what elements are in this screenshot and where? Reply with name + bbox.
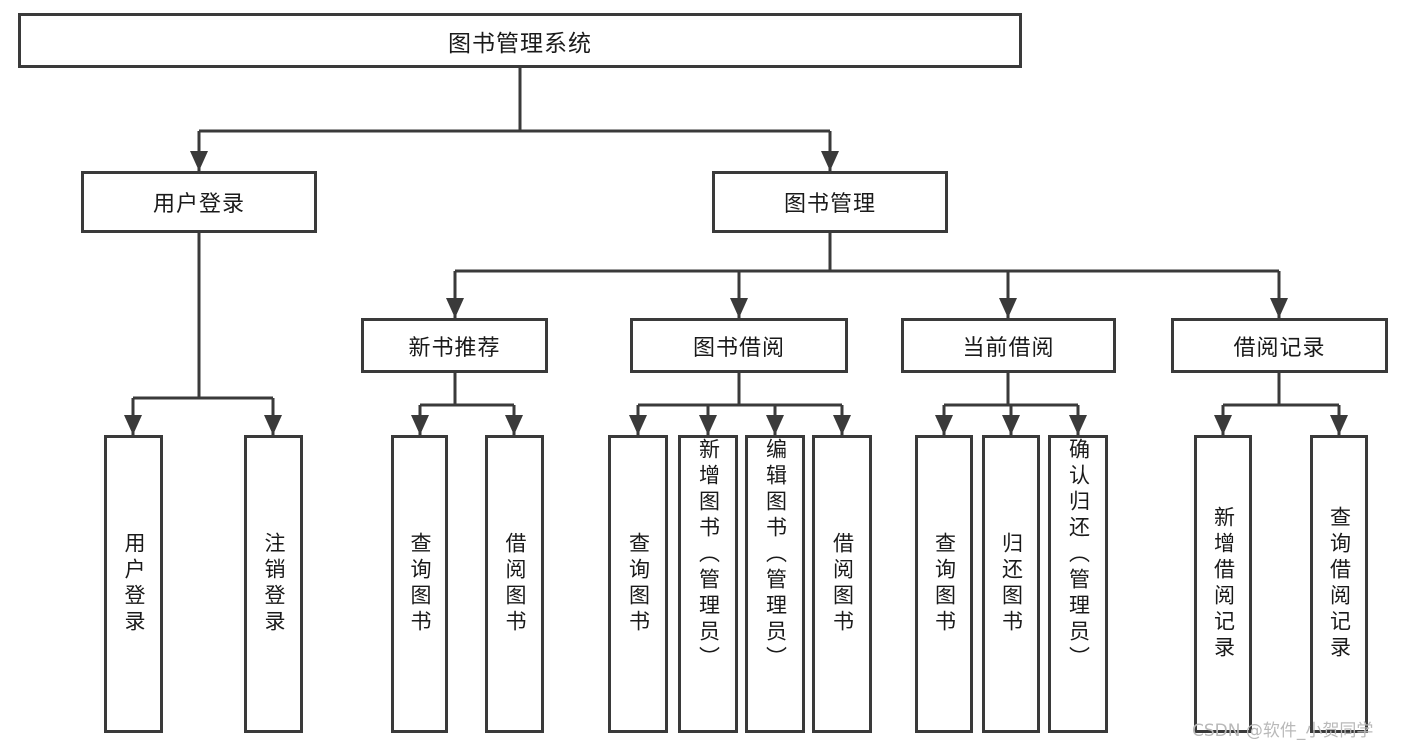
arrow-head-icon bbox=[1270, 298, 1288, 318]
node-label: 图书借阅 bbox=[692, 335, 785, 361]
arrow-head-icon bbox=[1330, 415, 1348, 435]
arrow-head-icon bbox=[1002, 415, 1020, 435]
leaf-label-wrap: 借阅图书 bbox=[488, 438, 541, 730]
leaf-label-wrap: 确认归还（管理员） bbox=[1051, 438, 1105, 730]
node-label: 用户登录 bbox=[152, 192, 245, 217]
leaf-label-wrap: 编辑图书（管理员） bbox=[748, 438, 802, 730]
arrow-head-icon bbox=[1069, 415, 1087, 435]
node-label: 新书推荐 bbox=[408, 335, 501, 361]
node-label: 新增图书（管理员） bbox=[696, 438, 721, 672]
leaf-label-wrap: 注销登录 bbox=[247, 438, 300, 730]
root-node-图书管理系统[interactable]: 图书管理系统 bbox=[18, 13, 1022, 68]
leaf-label-wrap: 借阅图书 bbox=[815, 438, 869, 730]
arrow-head-icon bbox=[629, 415, 647, 435]
leaf-label-wrap: 查询图书 bbox=[611, 438, 665, 730]
node-label: 借阅图书 bbox=[503, 532, 527, 636]
arrow-head-icon bbox=[1214, 415, 1232, 435]
node-label: 用户登录 bbox=[122, 532, 146, 636]
node-label: 图书管理 bbox=[783, 192, 876, 217]
leaf-label-wrap: 查询图书 bbox=[394, 438, 445, 730]
node-label: 当前借阅 bbox=[962, 335, 1055, 361]
leaf-label-wrap: 查询图书 bbox=[918, 438, 970, 730]
leaf-label-wrap: 用户登录 bbox=[107, 438, 160, 730]
arrow-head-icon bbox=[935, 415, 953, 435]
arrow-head-icon bbox=[264, 415, 282, 435]
leaf-node-新增图书管理员[interactable]: 新增图书（管理员） bbox=[678, 435, 738, 733]
node-label: 注销登录 bbox=[262, 532, 286, 636]
leaf-label-wrap: 新增图书（管理员） bbox=[681, 438, 735, 730]
leaf-node-用户登录[interactable]: 用户登录 bbox=[104, 435, 163, 733]
node-label: 查询图书 bbox=[408, 532, 432, 636]
leaf-node-注销登录[interactable]: 注销登录 bbox=[244, 435, 303, 733]
leaf-label-wrap: 查询借阅记录 bbox=[1313, 438, 1365, 730]
node-label: 查询图书 bbox=[626, 532, 651, 636]
node-label: 借阅记录 bbox=[1233, 335, 1326, 361]
leaf-node-编辑图书管理员[interactable]: 编辑图书（管理员） bbox=[745, 435, 805, 733]
leaf-node-借阅图书[interactable]: 借阅图书 bbox=[485, 435, 544, 733]
arrow-head-icon bbox=[505, 415, 523, 435]
arrow-head-icon bbox=[833, 415, 851, 435]
connector-lines-layer bbox=[124, 68, 1348, 435]
node-label: 借阅图书 bbox=[830, 532, 855, 636]
node-label: 查询借阅记录 bbox=[1327, 506, 1352, 662]
arrow-head-icon bbox=[766, 415, 784, 435]
leaf-node-查询借阅记录[interactable]: 查询借阅记录 bbox=[1310, 435, 1368, 733]
leaf-node-查询图书[interactable]: 查询图书 bbox=[391, 435, 448, 733]
level2-node-图书管理[interactable]: 图书管理 bbox=[712, 171, 948, 233]
leaf-node-查询图书[interactable]: 查询图书 bbox=[608, 435, 668, 733]
leaf-node-归还图书[interactable]: 归还图书 bbox=[982, 435, 1040, 733]
csdn-watermark: CSDN @软件_小贺同学 bbox=[1192, 721, 1374, 741]
arrow-head-icon bbox=[999, 298, 1017, 318]
leaf-node-新增借阅记录[interactable]: 新增借阅记录 bbox=[1194, 435, 1252, 733]
arrow-head-icon bbox=[411, 415, 429, 435]
level3-node-当前借阅[interactable]: 当前借阅 bbox=[901, 318, 1116, 373]
level3-node-新书推荐[interactable]: 新书推荐 bbox=[361, 318, 548, 373]
level3-node-图书借阅[interactable]: 图书借阅 bbox=[630, 318, 848, 373]
node-label: 图书管理系统 bbox=[448, 30, 592, 57]
arrow-head-icon bbox=[821, 151, 839, 171]
node-label: 确认归还（管理员） bbox=[1066, 438, 1091, 672]
node-label: 查询图书 bbox=[932, 532, 957, 636]
leaf-node-确认归还管理员[interactable]: 确认归还（管理员） bbox=[1048, 435, 1108, 733]
leaf-label-wrap: 归还图书 bbox=[985, 438, 1037, 730]
arrow-head-icon bbox=[699, 415, 717, 435]
arrow-head-icon bbox=[446, 298, 464, 318]
arrow-head-icon bbox=[124, 415, 142, 435]
arrow-head-icon bbox=[190, 151, 208, 171]
node-label: 归还图书 bbox=[999, 532, 1024, 636]
leaf-node-查询图书[interactable]: 查询图书 bbox=[915, 435, 973, 733]
level3-node-借阅记录[interactable]: 借阅记录 bbox=[1171, 318, 1388, 373]
leaf-label-wrap: 新增借阅记录 bbox=[1197, 438, 1249, 730]
arrow-head-icon bbox=[730, 298, 748, 318]
node-label: 新增借阅记录 bbox=[1211, 506, 1236, 662]
leaf-node-借阅图书[interactable]: 借阅图书 bbox=[812, 435, 872, 733]
level2-node-用户登录[interactable]: 用户登录 bbox=[81, 171, 317, 233]
node-label: 编辑图书（管理员） bbox=[763, 438, 788, 672]
